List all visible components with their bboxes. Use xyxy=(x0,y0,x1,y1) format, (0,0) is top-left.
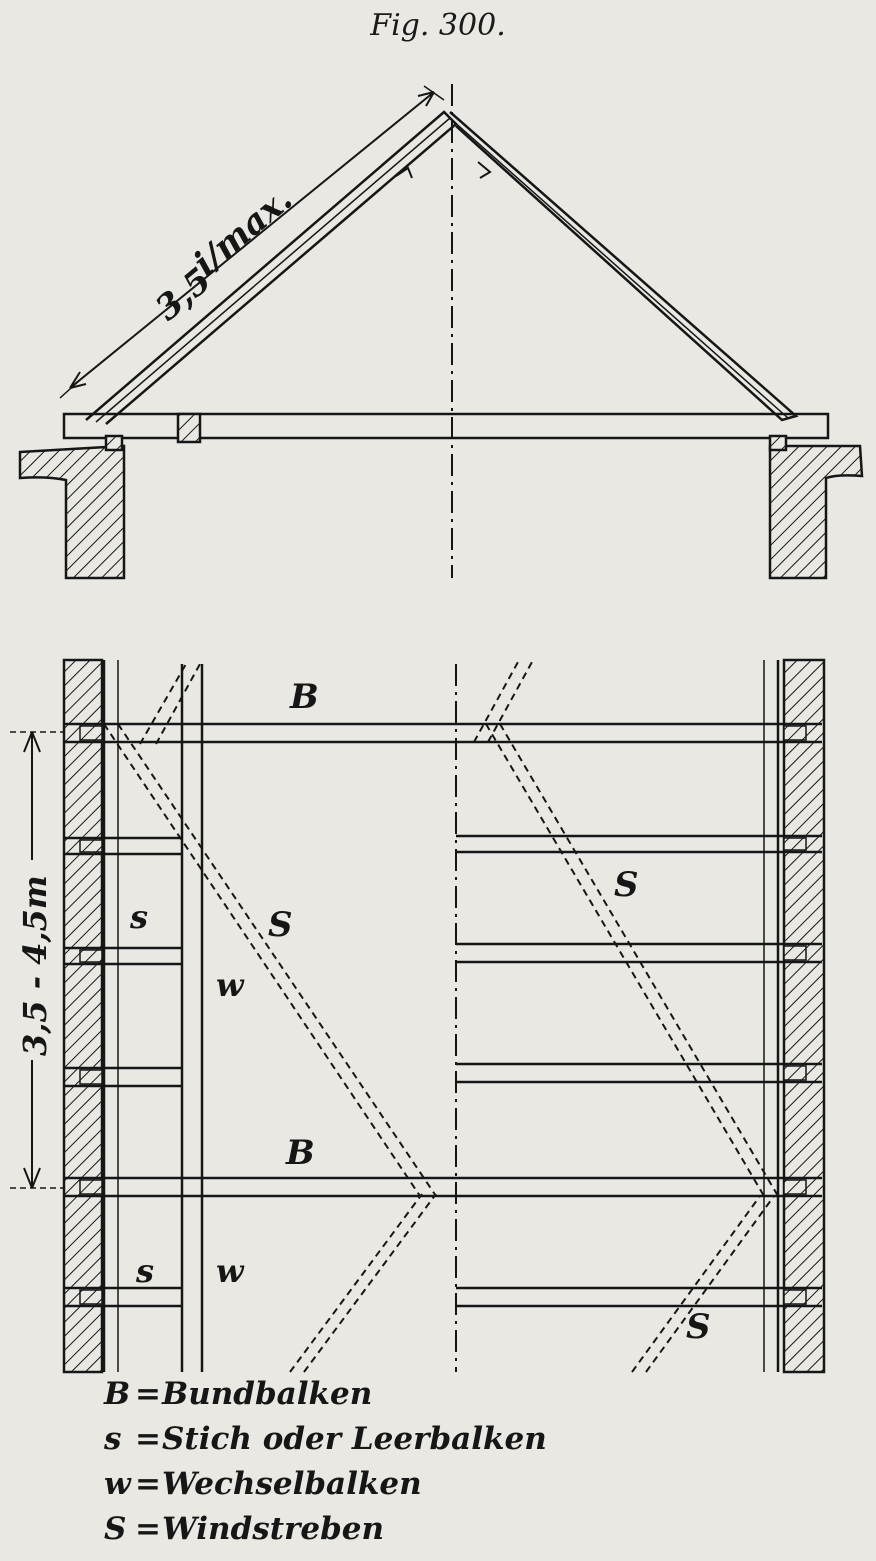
legend-equals: = xyxy=(135,1466,161,1502)
left-wall-section xyxy=(18,444,126,580)
legend-row-wechselbalken: w=Wechselbalken xyxy=(104,1462,547,1507)
stub-beams-right xyxy=(456,834,822,1308)
beam-spacing-label: 3,5 - 4,5m xyxy=(16,875,54,1056)
label-s-lower: s xyxy=(135,1252,154,1290)
left-rafter xyxy=(85,110,458,425)
legend-row-windstreben: S=Windstreben xyxy=(104,1507,547,1552)
legend-equals: = xyxy=(135,1511,161,1547)
label-S-left: S xyxy=(268,905,293,945)
beam-bearings xyxy=(79,725,807,1305)
roof-section xyxy=(18,85,864,580)
legend-text: Windstreben xyxy=(162,1511,385,1547)
label-B-bottom: B xyxy=(285,1133,315,1173)
legend-symbol: w xyxy=(104,1466,131,1502)
right-wall-section xyxy=(768,444,864,580)
legend-equals: = xyxy=(135,1421,161,1457)
label-w-lower: w xyxy=(216,1252,245,1290)
legend-symbol: B xyxy=(104,1376,131,1412)
left-wall-plan xyxy=(62,658,104,1374)
right-wall-plate xyxy=(768,434,788,452)
legend-symbol: s xyxy=(104,1421,122,1457)
label-S-right-upper: S xyxy=(614,865,639,905)
tie-beam-plan-bottom xyxy=(64,1176,822,1198)
beam-cross-section xyxy=(176,412,202,444)
stub-beams-left xyxy=(64,836,182,1308)
legend: B=Bundbalken s=Stich oder Leerbalken w=W… xyxy=(104,1372,547,1552)
legend-text: Bundbalken xyxy=(162,1376,373,1412)
right-rafter xyxy=(449,111,799,422)
rafter-dimension-line xyxy=(69,91,435,389)
legend-text: Wechselbalken xyxy=(162,1466,422,1502)
legend-equals: = xyxy=(135,1376,161,1412)
wind-braces xyxy=(103,661,779,1373)
floor-plan xyxy=(10,658,826,1374)
label-s-upper: s xyxy=(129,898,148,936)
legend-text: Stich oder Leerbalken xyxy=(162,1421,547,1457)
legend-row-bundbalken: B=Bundbalken xyxy=(104,1372,547,1417)
legend-symbol: S xyxy=(104,1511,127,1547)
label-B-top: B xyxy=(289,677,319,717)
tie-beam-plan-top xyxy=(64,722,822,744)
rafter-length-label: 3,5 i/max. xyxy=(148,179,300,329)
label-w-upper: w xyxy=(216,966,245,1004)
left-wall-plate xyxy=(104,434,124,452)
legend-row-stich: s =Stich oder Leerbalken xyxy=(104,1417,547,1462)
label-S-right-lower: S xyxy=(686,1307,711,1347)
svg-text:i/max.: i/max. xyxy=(186,179,300,284)
figure-title: Fig. 300. xyxy=(370,8,506,43)
right-wall-plan xyxy=(782,658,826,1374)
